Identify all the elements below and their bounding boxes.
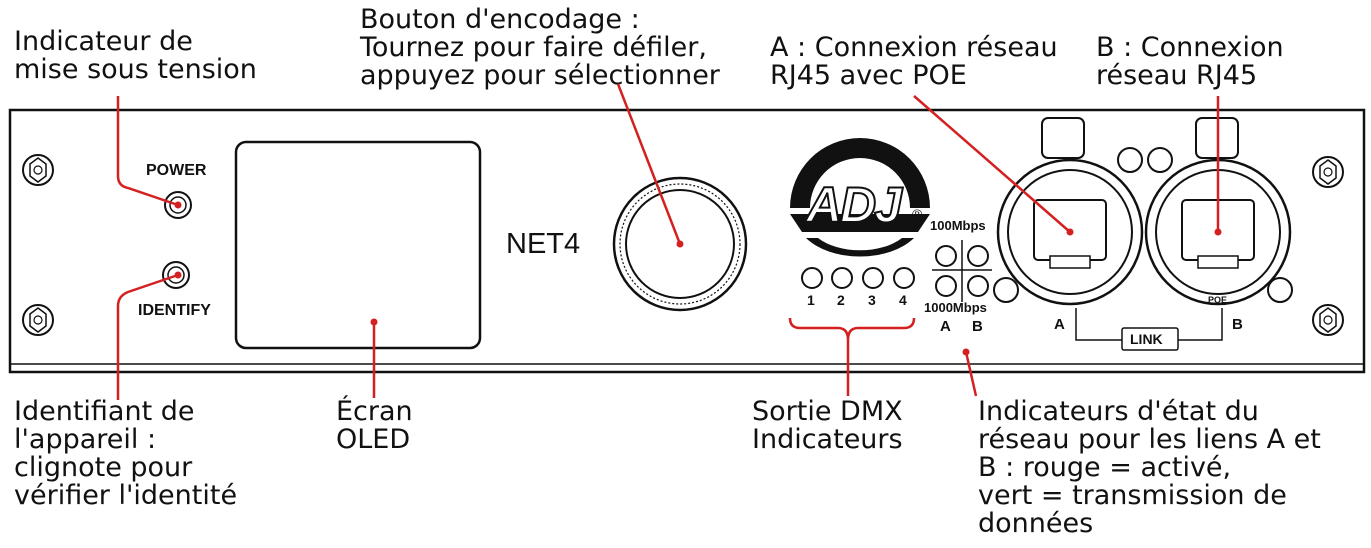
- dmx-led-1: [801, 267, 823, 289]
- callout-dmx: Sortie DMX Indicateurs: [752, 398, 903, 454]
- callout-line: Sortie DMX: [752, 396, 903, 427]
- network-led-a-1000: [935, 275, 957, 297]
- dmx-led-2: [831, 267, 853, 289]
- callout-line: Tournez pour faire défiler,: [360, 32, 707, 63]
- dmx-number-2: 2: [837, 292, 845, 308]
- callout-line: Indicateurs d'état du: [978, 396, 1259, 427]
- callout-line: vert = transmission de: [978, 480, 1287, 511]
- callout-line: réseau pour les liens A et: [978, 424, 1321, 455]
- callout-power-indicator: Indicateur de mise sous tension: [14, 28, 257, 84]
- callout-line: OLED: [336, 424, 411, 455]
- callout-line: Indicateurs: [752, 424, 903, 455]
- port-a-label: A: [1054, 316, 1065, 333]
- rack-screw-bottom-left: [22, 304, 54, 336]
- dmx-led-3: [862, 267, 884, 289]
- power-label: POWER: [146, 162, 207, 179]
- led-column-a-label: A: [940, 318, 951, 335]
- port-b-label: B: [1232, 316, 1243, 333]
- poe-mark: POE: [1208, 295, 1228, 305]
- callout-line: clignote pour: [14, 452, 193, 483]
- pointer-identify: [116, 273, 179, 400]
- link-label-box: [1121, 327, 1179, 351]
- callout-line: Identifiant de: [14, 396, 195, 427]
- pointer-network-status: [964, 351, 978, 397]
- callout-line: Indicateur de: [14, 26, 193, 57]
- speed-100-label: 100Mbps: [930, 218, 986, 233]
- callout-line: RJ45 avec POE: [770, 60, 967, 91]
- rack-screw-bottom-right: [1312, 304, 1344, 336]
- callout-line: Bouton d'encodage :: [360, 4, 640, 35]
- pointer-power: [116, 96, 179, 207]
- callout-line: l'appareil :: [14, 424, 157, 455]
- registered-mark: ®: [912, 206, 923, 222]
- rack-screw-top-right: [1312, 156, 1344, 188]
- link-bracket: [1075, 308, 1223, 341]
- callout-line: Écran: [336, 396, 413, 427]
- oled-screen: [234, 140, 482, 350]
- callout-link-a: A : Connexion réseau RJ45 avec POE: [770, 34, 1058, 90]
- callout-line: mise sous tension: [14, 54, 257, 85]
- callout-line: vérifier l'identité: [14, 480, 238, 511]
- network-led-b-100: [967, 245, 989, 267]
- callout-oled: Écran OLED: [336, 398, 413, 454]
- callout-line: appuyez pour sélectionner: [360, 60, 720, 91]
- dmx-number-3: 3: [868, 292, 876, 308]
- callout-line: B : Connexion: [1096, 32, 1284, 63]
- callout-identify: Identifiant de l'appareil : clignote pou…: [14, 398, 237, 510]
- link-label: LINK: [1130, 331, 1163, 347]
- callout-link-b: B : Connexion réseau RJ45: [1096, 34, 1284, 90]
- callout-line: A : Connexion réseau: [770, 32, 1058, 63]
- dmx-led-4: [893, 267, 915, 289]
- dmx-number-4: 4: [899, 292, 907, 308]
- led-column-b-label: B: [972, 318, 983, 335]
- callout-encoder-button: Bouton d'encodage : Tournez pour faire d…: [360, 6, 720, 90]
- network-led-a-100: [935, 245, 957, 267]
- rack-screw-top-left: [22, 154, 54, 186]
- callout-network-status: Indicateurs d'état du réseau pour les li…: [978, 398, 1321, 538]
- network-led-grid: [932, 240, 992, 302]
- pointer-encoder: [616, 83, 682, 245]
- identify-label: IDENTIFY: [138, 302, 211, 319]
- pointer-link-a: [913, 95, 1071, 233]
- pointer-dots: [174, 201, 1222, 356]
- speed-1000-label: 1000Mbps: [924, 300, 987, 315]
- brand-logo-text: ADJ: [805, 176, 903, 234]
- callout-line: données: [978, 508, 1094, 539]
- callout-line: B : rouge = activé,: [978, 452, 1232, 483]
- model-name: NET4: [506, 228, 581, 260]
- callout-pointers: [116, 83, 1220, 400]
- network-led-b-1000: [967, 275, 989, 297]
- adj-logo: [790, 138, 930, 257]
- callout-line: réseau RJ45: [1096, 60, 1258, 91]
- dmx-number-1: 1: [807, 292, 815, 308]
